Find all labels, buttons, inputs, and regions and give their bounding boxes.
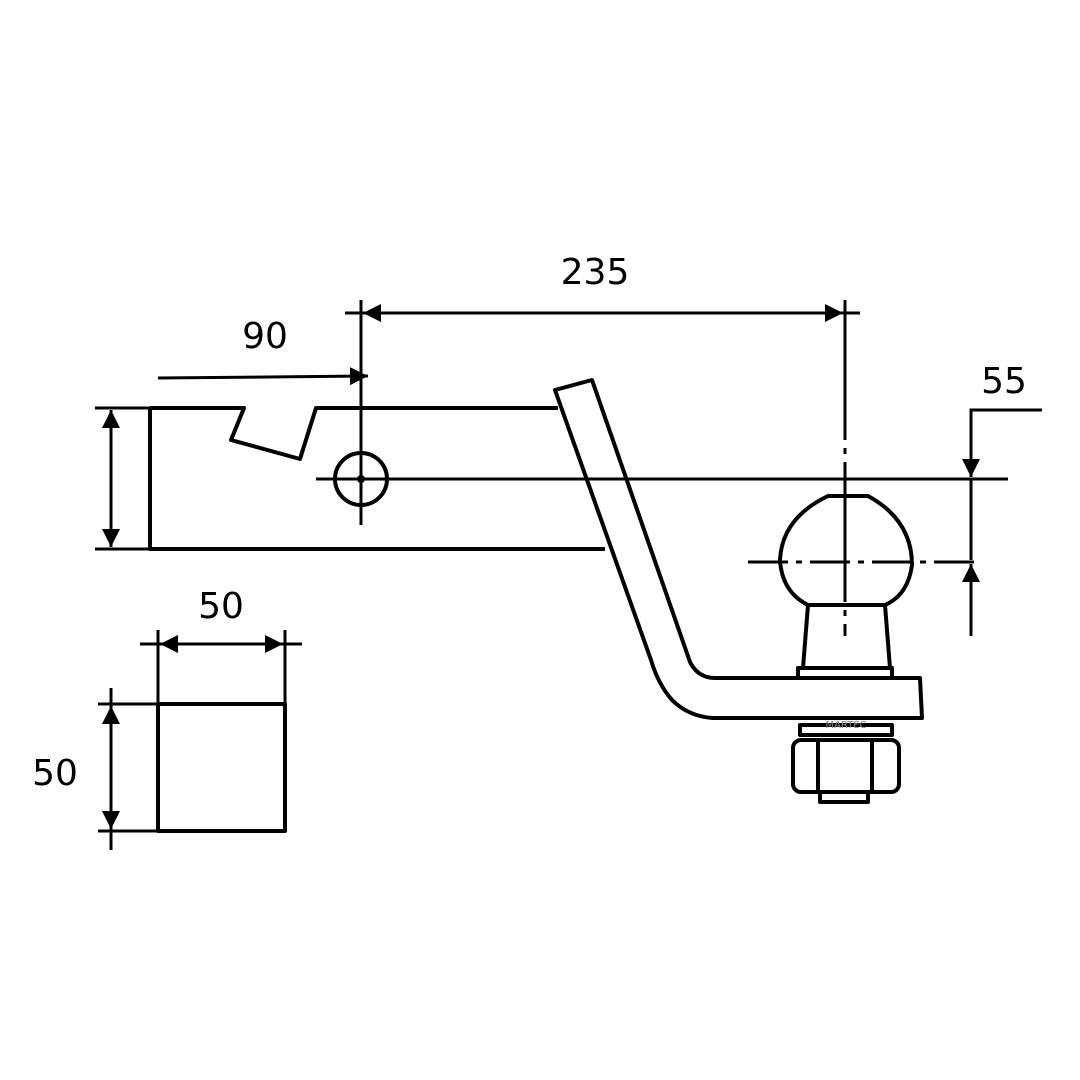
- dimension-label-90: 90: [242, 316, 288, 357]
- dimension-label-55: 55: [981, 361, 1027, 402]
- dimension-label-235: 235: [561, 252, 630, 293]
- tow-ball: [748, 300, 975, 680]
- pin-hole: [316, 300, 1008, 525]
- dimension-label-width: 50: [198, 586, 244, 627]
- watermark: MARTEC: [825, 720, 866, 731]
- dimension-55: 55: [962, 361, 1042, 636]
- shank-tube: [95, 406, 605, 551]
- dimension-90: 90: [157, 316, 369, 386]
- drop-bar: [553, 378, 924, 720]
- tube-cross-section: 50 50: [32, 586, 302, 850]
- dimension-235: 235: [345, 252, 860, 322]
- dimension-label-height: 50: [32, 753, 78, 794]
- nut: MARTEC: [791, 720, 901, 804]
